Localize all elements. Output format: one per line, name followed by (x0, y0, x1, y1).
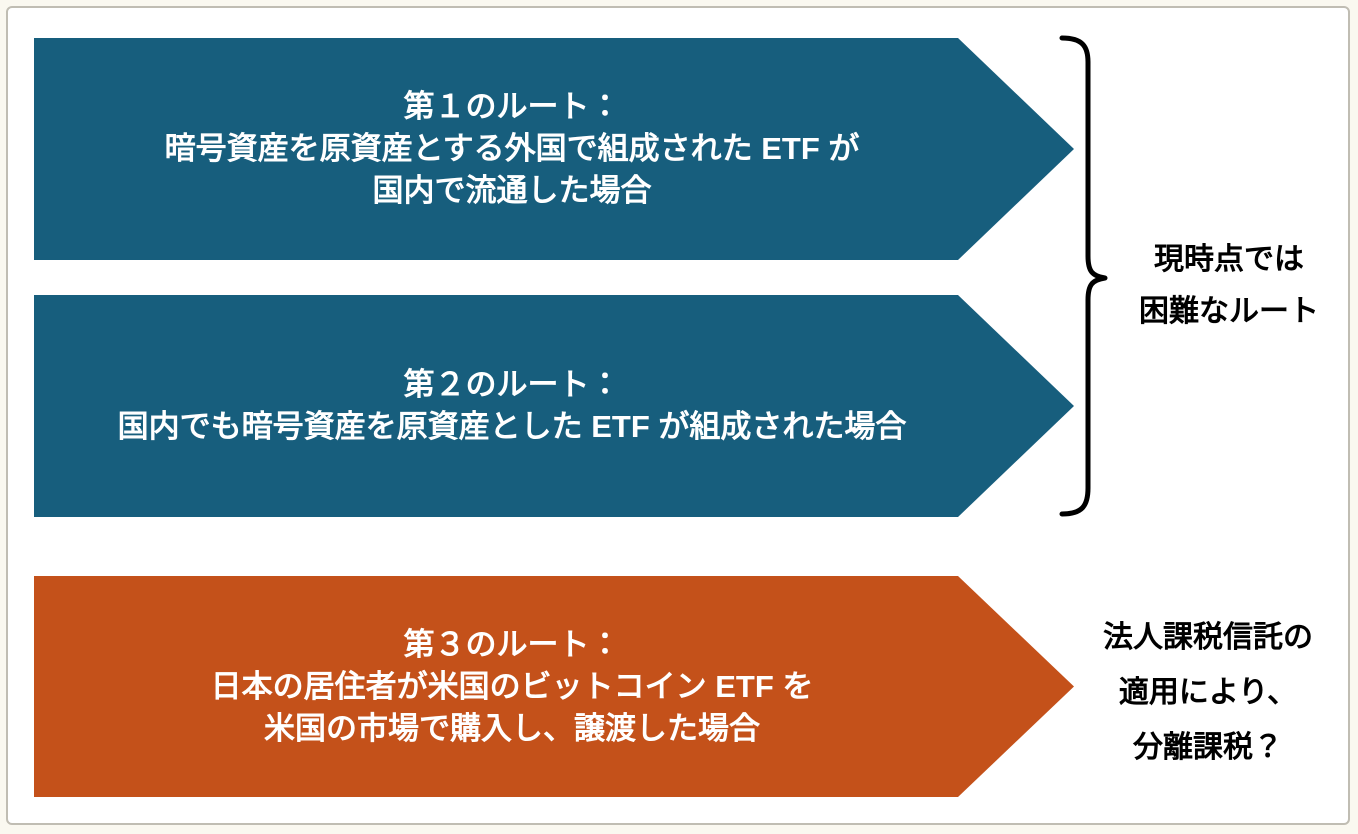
brace-annotation-line-2: 困難なルート (1139, 295, 1319, 328)
route-1-description-line-1: 暗号資産を原資産とする外国で組成された ETF が (164, 131, 860, 166)
route-1-title: 第１のルート： (403, 89, 621, 124)
curly-brace (1059, 35, 1108, 517)
route-2-description-line-1: 国内でも暗号資産を原資産とした ETF が組成された場合 (117, 409, 907, 444)
route-2-arrow: 第２のルート： 国内でも暗号資産を原資産とした ETF が組成された場合 (34, 295, 1074, 517)
route-3-title: 第３のルート： (403, 626, 621, 662)
brace-annotation-line-1: 現時点では (1154, 243, 1304, 276)
route-3-annotation-line-1: 法人課税信託の (1103, 621, 1313, 654)
brace-annotation: 現時点では 困難なルート (1108, 234, 1350, 338)
route-2-title: 第２のルート： (403, 367, 621, 402)
route-1-arrow: 第１のルート： 暗号資産を原資産とする外国で組成された ETF が 国内で流通し… (34, 38, 1074, 260)
route-3-description-line-2: 米国の市場で購入し、譲渡した場合 (264, 710, 760, 746)
route-3-annotation-line-3: 分離課税？ (1133, 731, 1283, 764)
route-3-annotation: 法人課税信託の 適用により、 分離課税？ (1082, 610, 1334, 775)
route-3-description-line-1: 日本の居住者が米国のビットコイン ETF を (210, 668, 814, 704)
route-3-arrow: 第３のルート： 日本の居住者が米国のビットコイン ETF を 米国の市場で購入し… (34, 576, 1074, 797)
route-3-annotation-line-2: 適用により、 (1118, 676, 1298, 709)
route-1-description-line-2: 国内で流通した場合 (372, 173, 652, 208)
